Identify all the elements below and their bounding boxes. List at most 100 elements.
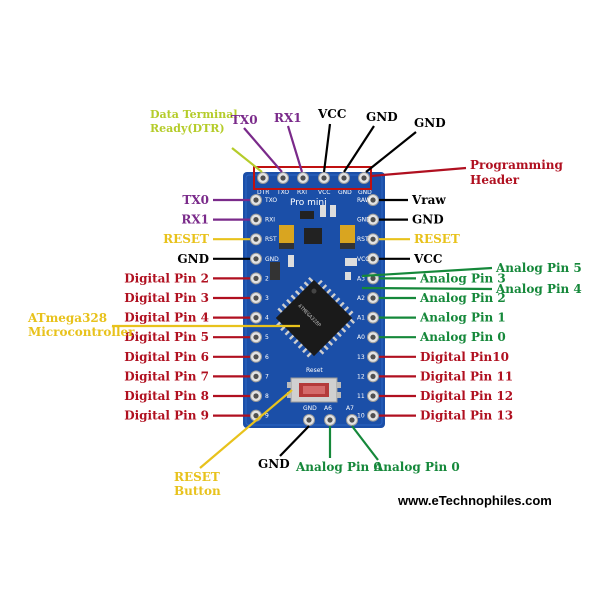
left-silk-label: 3 <box>265 295 269 302</box>
left-pin-label: Digital Pin 2 <box>124 271 209 285</box>
left-silk-label: TXO <box>264 197 277 204</box>
right-pin-label: Digital Pin 12 <box>420 389 513 403</box>
left-pin-hole <box>250 370 262 383</box>
right-silk-label: A1 <box>357 315 365 322</box>
right-silk-label: RAW <box>357 197 371 204</box>
label-atmega-2: Microcontroller <box>28 325 135 339</box>
left-silk-label: RXI <box>265 217 275 224</box>
header-pin-hole <box>257 172 269 184</box>
header-pin-hole <box>358 172 370 184</box>
bottom-pin-hole <box>324 414 336 426</box>
left-pin-hole <box>250 292 262 304</box>
label-vcc-top: VCC <box>317 107 346 121</box>
tx0-top-line <box>243 127 283 173</box>
right-silk-label: VCC <box>357 256 369 263</box>
dtr-line <box>231 147 263 173</box>
label-bottom-a0-left: Analog Pin 0 <box>295 460 382 474</box>
left-silk-label: GND <box>265 256 279 263</box>
label-analog4: Analog Pin 4 <box>495 282 582 296</box>
right-silk-label: RST <box>357 236 369 243</box>
right-pin-label: Digital Pin 11 <box>420 369 513 383</box>
left-pin-hole <box>250 272 262 285</box>
left-pin-label: Digital Pin 6 <box>124 350 209 364</box>
reset-button-line <box>199 389 293 469</box>
label-reset-button-1: RESET <box>174 470 220 484</box>
left-pin-label: Digital Pin 7 <box>124 369 209 383</box>
bottom-gnd-line <box>279 425 310 457</box>
right-silk-label: A0 <box>357 334 365 341</box>
label-bottom-a0-right: Analog Pin 0 <box>373 460 460 474</box>
right-pin-label: RESET <box>414 232 460 246</box>
right-silk-label: GND <box>357 217 371 224</box>
analog5-line <box>361 266 493 278</box>
left-silk-label: 8 <box>265 393 269 400</box>
left-pin-label: RX1 <box>181 213 209 227</box>
label-reset-button-2: Button <box>174 484 221 498</box>
header-silk-label: DTR <box>257 189 269 196</box>
left-pin-hole <box>250 194 262 206</box>
analog4-line <box>361 286 493 291</box>
regulator <box>304 228 322 244</box>
extra-labels: Analog Pin 5 Analog Pin 4 ATmega328 Micr… <box>27 261 582 508</box>
vcc-top-line <box>322 123 332 173</box>
label-gnd-top1: GND <box>366 110 398 124</box>
label-analog5: Analog Pin 5 <box>495 261 582 275</box>
header-silk-label: RXI <box>297 189 307 196</box>
right-silk-label: A3 <box>357 275 365 282</box>
left-silk-label: 2 <box>265 275 269 282</box>
label-dtr-1: Data Terminal <box>150 108 238 121</box>
right-pin-label: Analog Pin 1 <box>419 311 506 325</box>
right-silk-label: 11 <box>357 393 365 400</box>
right-silk-label: 13 <box>357 354 365 361</box>
left-pin-hole <box>250 390 262 402</box>
left-silk-label: 4 <box>265 315 269 322</box>
bottom-pin-hole <box>303 414 315 426</box>
bottom-silk-label: GND <box>303 405 317 412</box>
left-pin-label: Digital Pin 3 <box>124 291 209 305</box>
right-pin-label: Analog Pin 2 <box>419 291 506 305</box>
right-pin-hole <box>367 409 379 422</box>
label-gnd-top2: GND <box>414 116 446 130</box>
connector-lines <box>112 123 493 469</box>
bottom-pin-holes <box>303 414 358 426</box>
gnd-top1-line <box>343 125 375 173</box>
right-pin-label: Analog Pin 0 <box>419 330 506 344</box>
left-silk-label: RST <box>265 236 277 243</box>
right-pin-label: GND <box>412 213 444 227</box>
label-programming-1: Programming <box>470 158 564 172</box>
programming-header-box <box>253 166 372 190</box>
header-pin-hole <box>297 172 309 184</box>
programming-header-line <box>370 166 467 178</box>
header-pin-hole <box>277 172 289 184</box>
right-pin-label: Digital Pin 13 <box>420 409 513 423</box>
board-title: Pro mini <box>290 198 327 208</box>
label-programming-2: Header <box>470 173 520 187</box>
left-pin-label: Digital Pin 4 <box>124 311 209 325</box>
top-labels: Data Terminal Ready(DTR) TX0 RX1 VCC GND… <box>150 107 564 187</box>
gnd-top2-line <box>365 131 417 173</box>
left-pin-hole <box>250 252 262 265</box>
header-silk-label: GND <box>338 189 352 196</box>
left-silk-label: 5 <box>265 334 269 341</box>
left-pin-hole <box>250 331 262 344</box>
right-silk-label: A2 <box>357 295 365 302</box>
atmega328-chip: ATMEGA328P <box>275 276 356 358</box>
right-pin-hole <box>367 311 379 324</box>
right-pin-label: Analog Pin 3 <box>419 271 506 285</box>
label-bottom-gnd: GND <box>258 457 290 471</box>
bottom-a7-line <box>351 425 379 461</box>
right-pin-hole <box>367 390 379 402</box>
right-silk-label: 10 <box>357 413 365 420</box>
right-pin-hole <box>367 194 379 206</box>
bottom-silk-label: A6 <box>324 405 332 412</box>
left-pin-label: Digital Pin 9 <box>124 409 209 423</box>
right-pin-hole <box>367 370 379 383</box>
left-silk-label: 7 <box>265 373 269 380</box>
right-pin-hole <box>367 252 379 265</box>
